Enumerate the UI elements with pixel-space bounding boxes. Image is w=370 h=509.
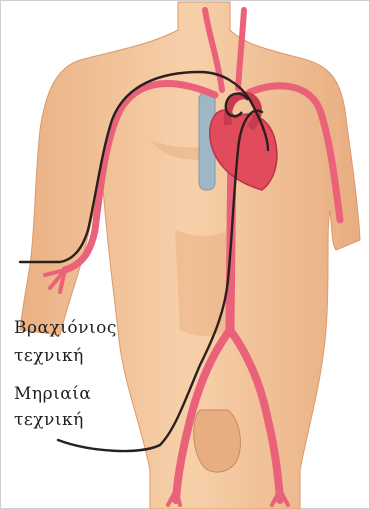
- abdomen-shading: [175, 230, 230, 336]
- brachial-technique-label-line1: Βραχιόνιος: [14, 318, 117, 338]
- brachial-technique-label-line2: τεχνική: [14, 346, 84, 366]
- femoral-technique-label-line1: Μηριαία: [14, 384, 91, 404]
- femoral-technique-label-line2: τεχνική: [14, 410, 84, 430]
- groin-shape: [194, 410, 241, 472]
